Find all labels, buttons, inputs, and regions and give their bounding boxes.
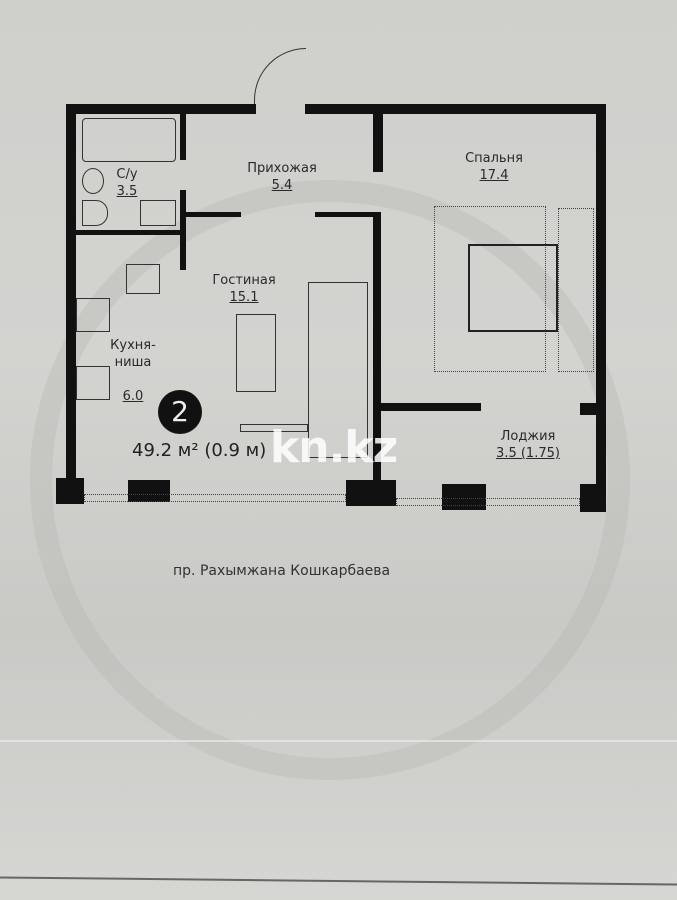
room-hallway: Прихожая 5.4 [247, 161, 317, 193]
room-count-badge: 2 [158, 390, 202, 434]
street-name: пр. Рахымжана Кошкарбаева [173, 563, 391, 579]
room-living: Гостиная 15.1 [212, 273, 276, 305]
room-bathroom: С/у 3.5 [116, 167, 138, 199]
paper-fold [0, 740, 677, 742]
watermark: kn.kz [270, 422, 398, 473]
room-loggia: Лоджия 3.5 (1.75) [496, 429, 560, 461]
room-kitchen: Кухня- ниша 6.0 [110, 338, 156, 404]
room-bedroom: Спальня 17.4 [465, 151, 523, 183]
total-area: 49.2 м² (0.9 м) [132, 440, 267, 461]
paper-edge-line [0, 876, 677, 886]
